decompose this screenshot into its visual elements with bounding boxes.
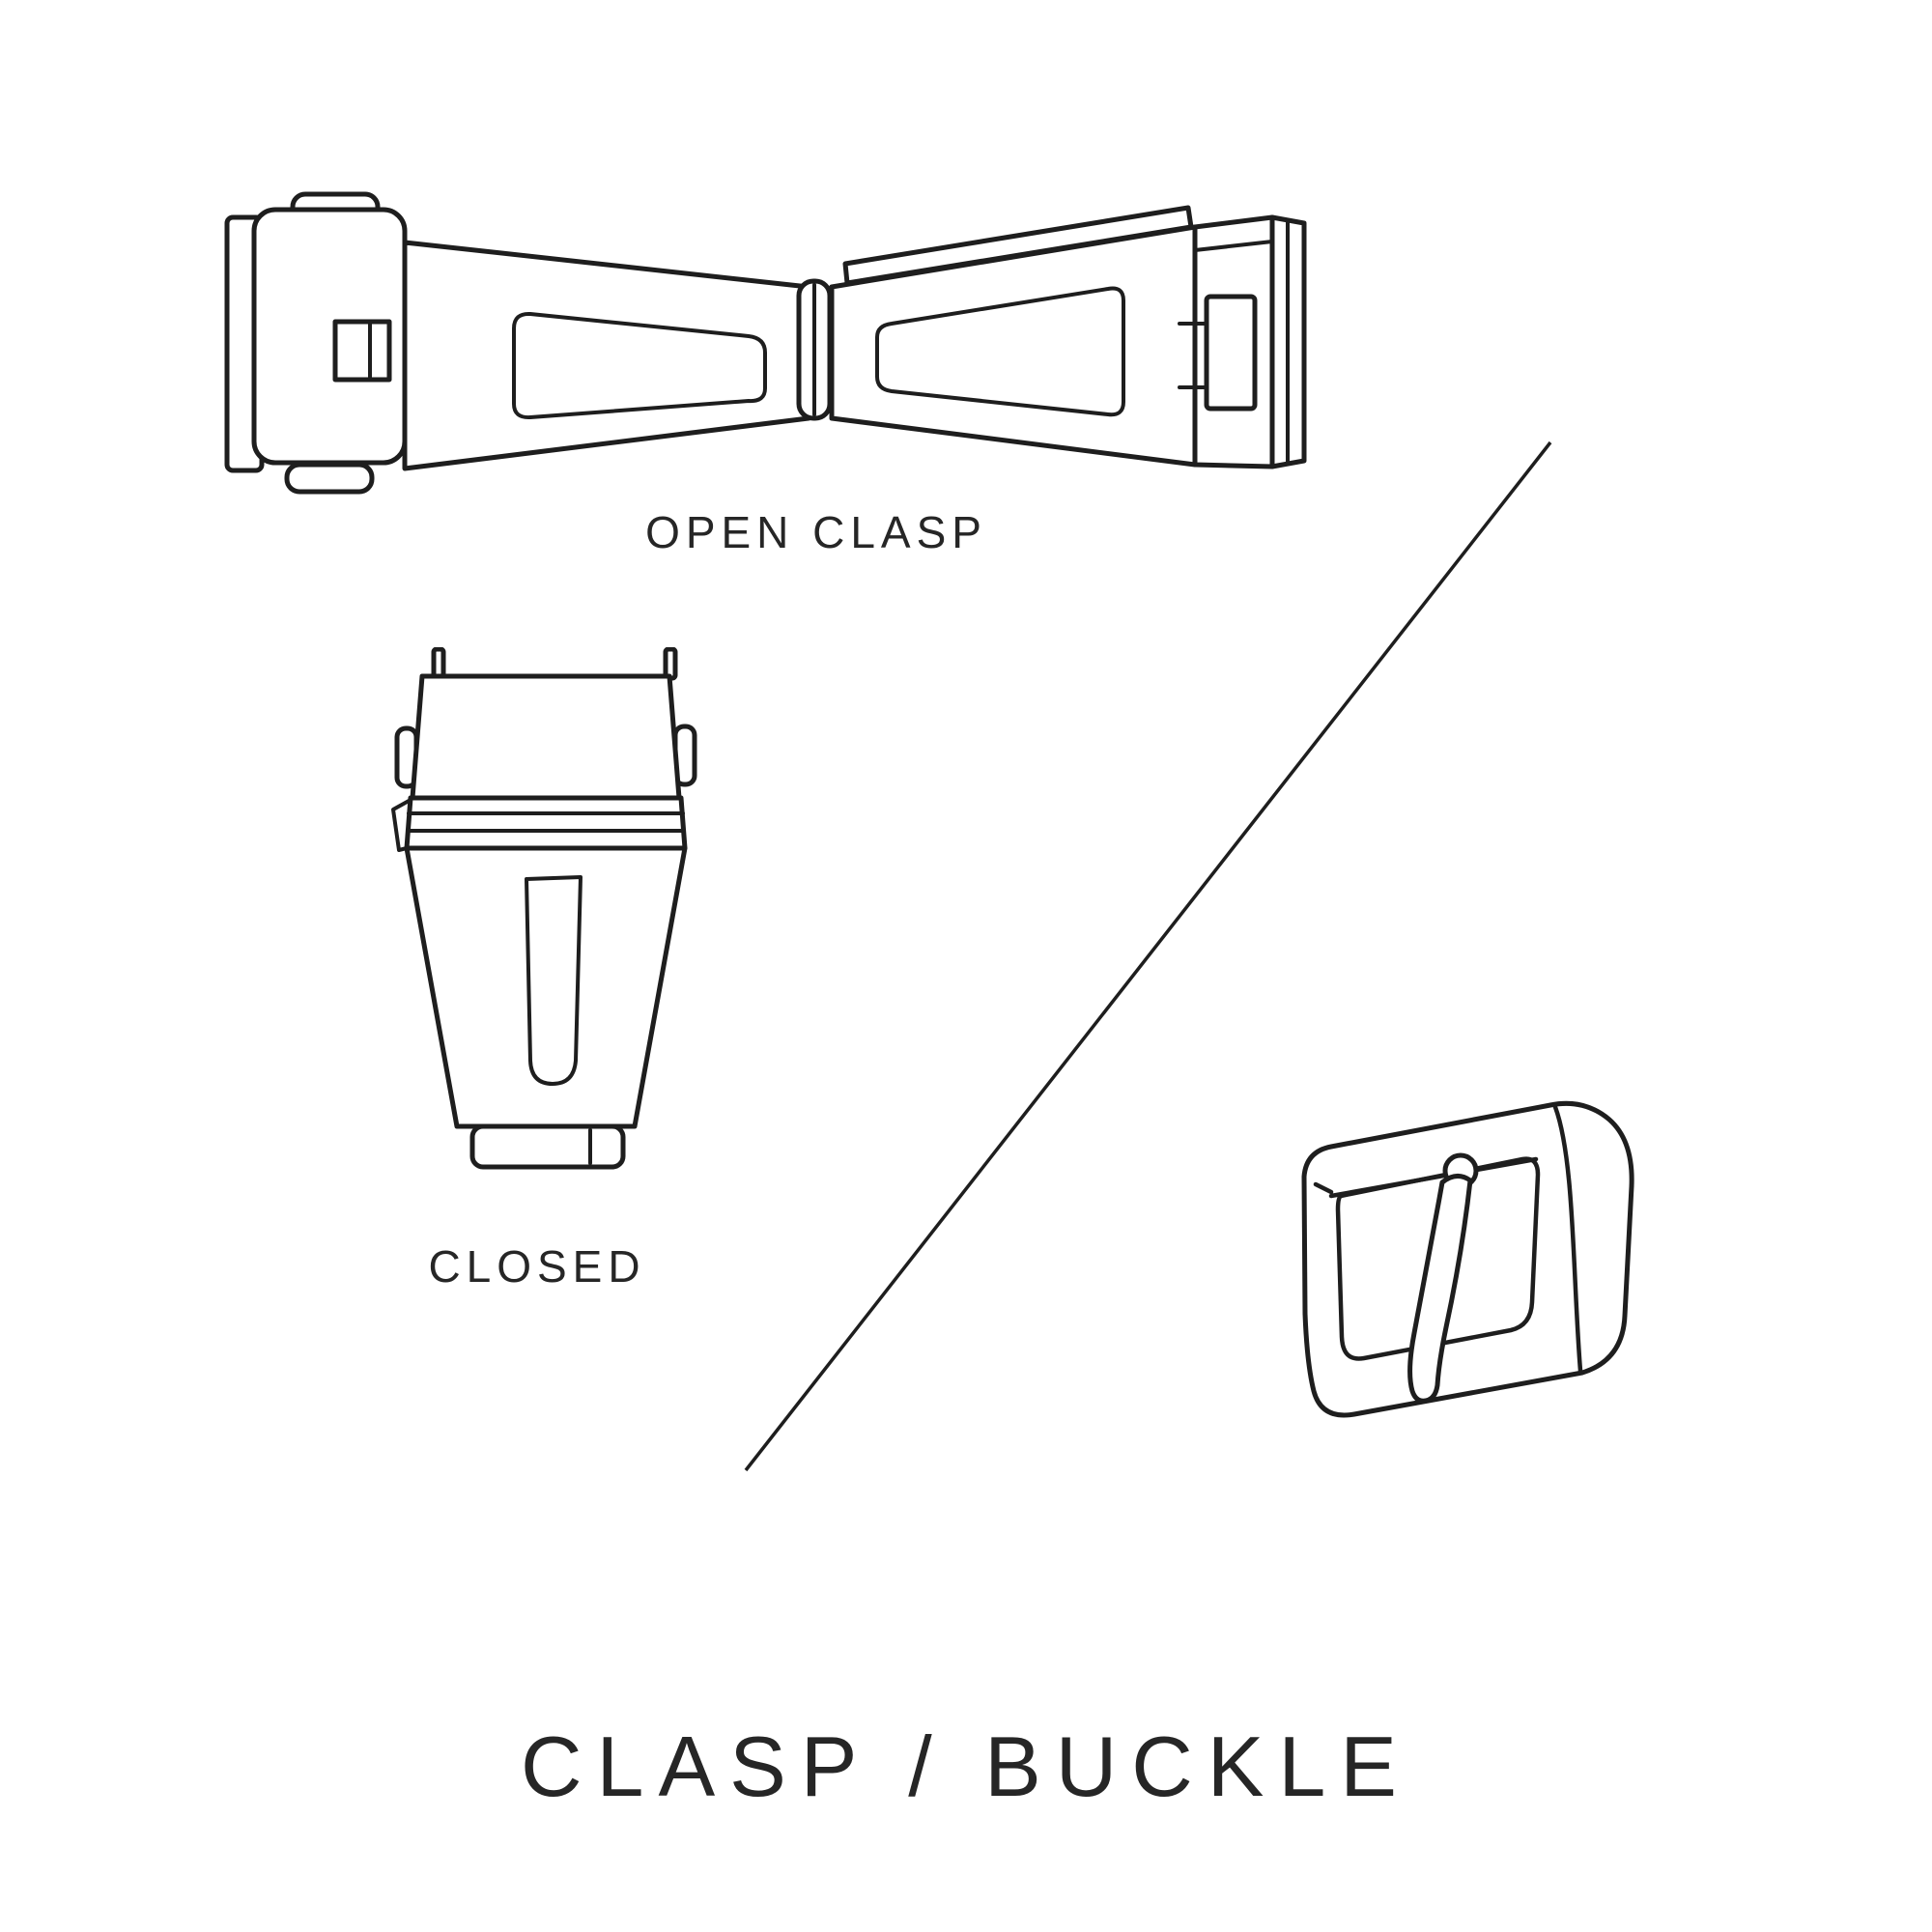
open-clasp-icon — [224, 191, 1307, 495]
closed-clasp-illustration — [382, 647, 729, 1198]
closed-clasp-icon — [391, 647, 697, 1170]
open-clasp-illustration — [208, 188, 1319, 507]
open-clasp-label: OPEN CLASP — [645, 507, 987, 557]
closed-clasp-label: CLOSED — [428, 1241, 646, 1292]
page-title: CLASP / BUCKLE — [521, 1719, 1411, 1814]
buckle-icon — [1301, 1100, 1634, 1418]
diagonal-line-icon — [744, 440, 1552, 1472]
buckle-illustration — [1236, 1082, 1662, 1430]
divider-line — [715, 415, 1584, 1497]
